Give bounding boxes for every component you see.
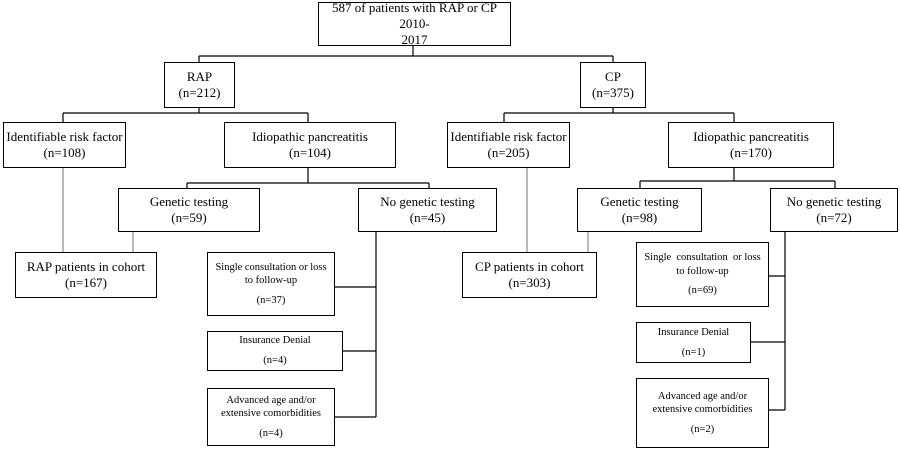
cp-risk-count: (n=205) [487, 145, 530, 160]
rap-reason-age-count: (n=4) [259, 427, 283, 439]
cp-reason-age-line2: extensive comorbidities [652, 404, 753, 416]
rap-no-genetic-count: (n=45) [409, 210, 446, 225]
connector-rap-reasons [335, 232, 377, 418]
cp-idio-count: (n=170) [730, 145, 772, 160]
connector-rap-cohort [62, 168, 134, 252]
rap-reason-insurance-count: (n=4) [263, 355, 287, 366]
cp-genetic-count: (n=98) [621, 210, 658, 225]
cp-reason-insurance-label: Insurance Denial [657, 326, 730, 338]
root-line2: 2017 [401, 32, 428, 48]
cp-reason-single-line1: Single consultation or loss [644, 252, 761, 264]
cp-genetic-label: Genetic testing [600, 193, 679, 209]
cp-reason-age-box: Advanced age and/or extensive comorbidit… [636, 378, 769, 448]
connector-cp-cohort [526, 168, 589, 252]
cp-no-genetic-count: (n=72) [816, 210, 852, 225]
connector-cp-idio [639, 168, 836, 188]
rap-cohort-count: (n=167) [65, 275, 107, 290]
connector-rap-idio [186, 168, 430, 188]
rap-cohort-label: RAP patients in cohort [26, 258, 146, 274]
rap-idio-label: Idiopathic pancreatitis [252, 128, 368, 144]
rap-reason-single-line2: to follow-up [244, 275, 298, 287]
connector-cp [503, 108, 735, 122]
rap-reason-age-line1: Advanced age and/or [226, 394, 316, 406]
rap-box: RAP (n=212) [164, 62, 235, 108]
root-box: 587 of patients with RAP or CP 2010- 201… [318, 0, 511, 48]
cp-idio-label: Idiopathic pancreatitis [693, 128, 809, 144]
cp-count: (n=375) [592, 85, 634, 100]
cp-no-genetic-box: No genetic testing (n=72) [770, 188, 898, 232]
connector-cp-reasons [751, 232, 786, 411]
connector-rap [62, 108, 309, 122]
rap-reason-insurance-label: Insurance Denial [239, 335, 311, 347]
cp-no-genetic-label: No genetic testing [786, 193, 882, 209]
rap-reason-single-line1: Single consultation or loss [215, 261, 327, 273]
rap-genetic-label: Genetic testing [149, 193, 229, 209]
cp-reason-single-box: Single consultation or loss to follow-up… [636, 242, 769, 307]
rap-risk-count: (n=108) [43, 145, 86, 160]
rap-count: (n=212) [178, 85, 221, 100]
rap-reason-single-count: (n=37) [256, 294, 286, 306]
cp-box: CP (n=375) [580, 62, 646, 108]
cp-title: CP [605, 68, 621, 84]
cp-reason-insurance-box: Insurance Denial (n=1) [636, 322, 751, 363]
rap-genetic-box: Genetic testing (n=59) [118, 188, 260, 232]
cp-genetic-box: Genetic testing (n=98) [577, 188, 702, 232]
cp-reason-age-line1: Advanced age and/or [657, 390, 748, 402]
rap-idio-count: (n=104) [289, 145, 331, 160]
rap-risk-box: Identifiable risk factor (n=108) [3, 122, 126, 168]
rap-no-genetic-label: No genetic testing [380, 193, 475, 209]
connector-root [198, 46, 614, 62]
cp-risk-label: Identifiable risk factor [450, 128, 567, 144]
root-line1: 587 of patients with RAP or CP 2010- [332, 0, 497, 31]
rap-idio-box: Idiopathic pancreatitis (n=104) [224, 122, 396, 168]
rap-title: RAP [186, 68, 213, 84]
cp-cohort-box: CP patients in cohort (n=303) [462, 252, 597, 298]
rap-reason-single-box: Single consultation or loss to follow-up… [207, 252, 335, 316]
cp-reason-insurance-count: (n=1) [681, 346, 706, 358]
rap-reason-age-line2: extensive comorbidities [220, 408, 322, 420]
rap-cohort-box: RAP patients in cohort (n=167) [15, 252, 157, 298]
cp-risk-box: Identifiable risk factor (n=205) [447, 122, 570, 168]
rap-genetic-count: (n=59) [171, 210, 207, 225]
cp-reason-single-line2: to follow-up [676, 265, 729, 277]
cp-idio-box: Idiopathic pancreatitis (n=170) [668, 122, 834, 168]
rap-reason-age-box: Advanced age and/or extensive comorbidit… [207, 388, 335, 446]
rap-risk-label: Identifiable risk factor [6, 128, 123, 144]
rap-reason-insurance-box: Insurance Denial (n=4) [207, 331, 343, 371]
cp-reason-single-count: (n=69) [688, 285, 717, 297]
cp-reason-age-count: (n=2) [690, 423, 715, 435]
cp-cohort-count: (n=303) [508, 275, 551, 290]
cp-cohort-label: CP patients in cohort [475, 258, 584, 274]
rap-no-genetic-box: No genetic testing (n=45) [358, 188, 497, 232]
